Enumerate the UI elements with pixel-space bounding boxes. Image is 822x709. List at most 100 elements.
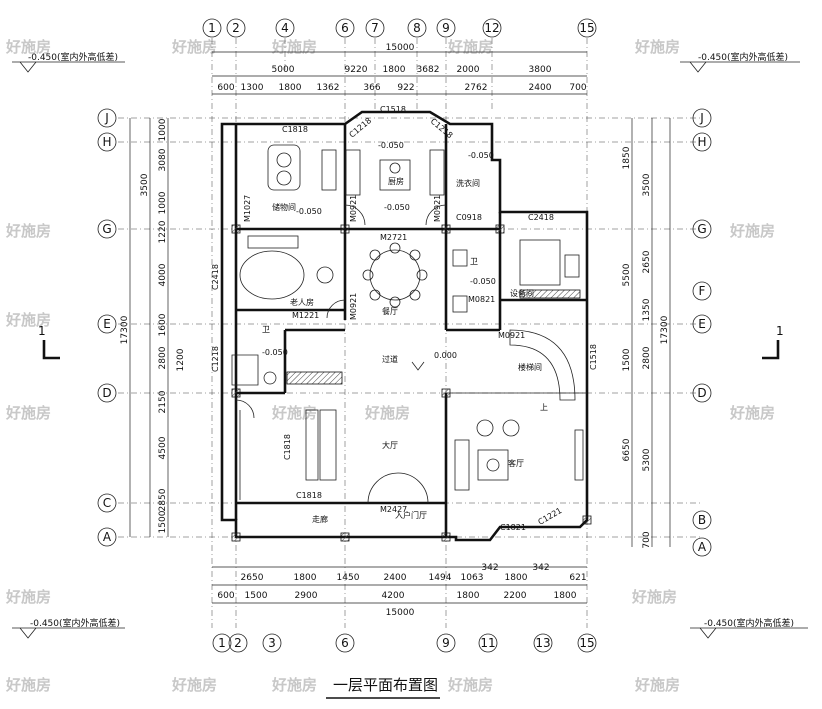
dim-total: 17300 [120, 315, 130, 344]
room-label: 走廊 [312, 514, 328, 524]
title: 一层平面布置图 [333, 676, 438, 694]
dim: 2650 [642, 250, 652, 273]
level-marker-top-right: -0.450(室内外高低差) [680, 51, 800, 73]
tag: M0921 [349, 195, 358, 222]
room-label: 设备间 [510, 288, 534, 298]
dim: 1800 [554, 591, 577, 601]
dim: 600 [217, 591, 234, 601]
axis-label: 13 [535, 636, 550, 650]
dim: 366 [363, 83, 380, 93]
axis-label: H [102, 135, 111, 149]
axis-label: C [103, 496, 111, 510]
axis-label: D [697, 386, 706, 400]
watermark: 好施房 [5, 222, 51, 240]
tag: C2418 [211, 264, 220, 290]
floor-level: 0.000 [434, 351, 457, 360]
dim: 700 [569, 83, 586, 93]
tag: M2427 [380, 505, 407, 514]
counter-icon [345, 149, 361, 196]
dim: 9220 [345, 65, 368, 75]
dim: 2200 [504, 591, 527, 601]
dim: 1500 [158, 510, 168, 533]
sofa-icon [454, 439, 470, 491]
tv-cabinet-icon [574, 429, 584, 481]
level-markers: -0.450(室内外高低差) -0.450(室内外高低差) -0.450(室内外… [12, 51, 808, 639]
dim: 1600 [158, 313, 168, 336]
basin-icon [276, 170, 292, 186]
dim: 2850 [158, 488, 168, 511]
room-label: 洗衣间 [456, 178, 480, 188]
armchair-icon [476, 419, 494, 437]
section-label: 1 [38, 324, 46, 338]
nightstand-icon [564, 254, 580, 278]
double-bed-icon [519, 239, 561, 286]
door-swings [235, 204, 447, 504]
dim: 4500 [158, 436, 168, 459]
axis-label: H [697, 135, 706, 149]
dim: 2400 [529, 83, 552, 93]
dim: 2400 [384, 573, 407, 583]
dim: 1350 [642, 298, 652, 321]
door-window-tags: C1518 C1818 C1218 C1218 M1027 M0921 M272… [211, 105, 598, 532]
watermark: 好施房 [171, 676, 217, 694]
tag: C1818 [296, 491, 322, 500]
tag: C0918 [456, 213, 482, 222]
level-marker-top-left: -0.450(室内外高低差) [12, 51, 125, 73]
room-label: 大厅 [382, 440, 398, 450]
level-text: -0.050 [468, 151, 494, 160]
kitchen-island-icon [379, 159, 411, 191]
axis-label: 2 [232, 21, 240, 35]
room-label: 厨房 [388, 176, 404, 186]
tag: M1027 [243, 195, 252, 222]
tag: C2418 [528, 213, 554, 222]
dim: 2800 [642, 346, 652, 369]
axis-label: 3 [268, 636, 276, 650]
tag: M2721 [380, 233, 407, 242]
walls [220, 110, 592, 542]
dim: 1800 [457, 591, 480, 601]
tag: M0921 [433, 195, 442, 222]
dimensions-top: 15000 5000 9220 1800 3682 2000 3800 600 … [212, 43, 587, 95]
axis-label: J [699, 111, 704, 125]
tag: C1818 [282, 125, 308, 134]
dim: 2150 [158, 390, 168, 413]
dim: 2900 [295, 591, 318, 601]
dim: 1063 [461, 573, 484, 583]
dim: 6650 [622, 438, 632, 461]
dim: 3800 [529, 65, 552, 75]
dim: 1850 [622, 146, 632, 169]
furniture [231, 144, 584, 500]
spiral-stair-icon [509, 329, 576, 401]
dim: 600 [217, 83, 234, 93]
room-label: 卫 [262, 325, 270, 334]
dim: 1362 [317, 83, 340, 93]
axis-label: 4 [281, 21, 289, 35]
dim: 5300 [642, 448, 652, 471]
watermark: 好施房 [5, 38, 51, 56]
bathtub-icon [267, 144, 301, 191]
watermark: 好施房 [631, 588, 677, 606]
dim: 1200 [176, 348, 186, 371]
dim: 1000 [158, 191, 168, 214]
tag: M0921 [349, 293, 358, 320]
room-label: 入户门厅 [395, 510, 427, 520]
watermark: 好施房 [271, 38, 317, 56]
watermark: 好施房 [729, 222, 775, 240]
level-text: -0.450(室内外高低差) [28, 51, 118, 63]
axis-label: 11 [480, 636, 495, 650]
shower-icon [231, 354, 259, 386]
level-text: -0.050 [262, 348, 288, 357]
axis-label: 7 [371, 21, 379, 35]
drawing-title: 一层平面布置图 [326, 676, 440, 699]
level-text: -0.050 [384, 203, 410, 212]
section-marks: 1 1 [38, 324, 784, 360]
level-text: -0.450(室内外高低差) [698, 51, 788, 63]
axis-label: E [103, 317, 111, 331]
room-label: 卫 [470, 257, 478, 266]
tag: M1221 [292, 311, 319, 320]
room-label: 过道 [382, 354, 398, 364]
axis-label: A [698, 540, 707, 554]
watermark-layer: 好施房 好施房 好施房 好施房 好施房 好施房 好施房 好施房 好施房 好施房 … [5, 38, 775, 694]
dim: 3500 [642, 173, 652, 196]
dim-total: 15000 [386, 43, 415, 53]
